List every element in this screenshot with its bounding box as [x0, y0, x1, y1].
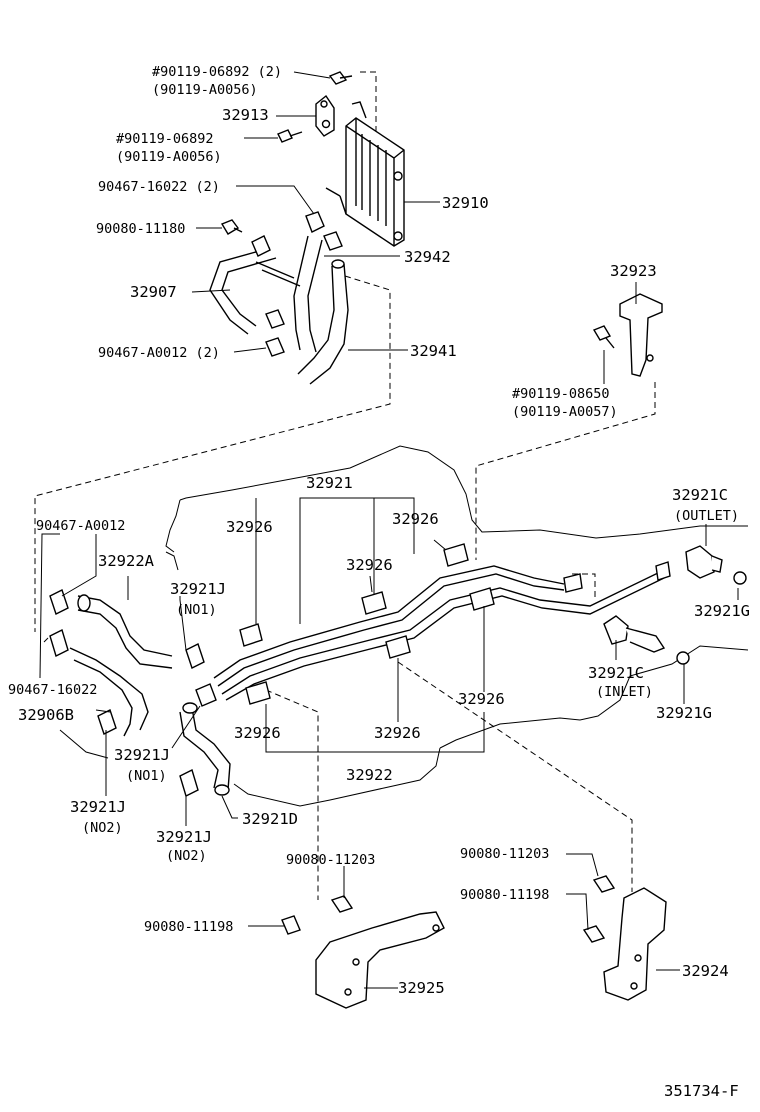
- label-32921d: 32921D: [242, 810, 298, 828]
- label-32906b: 32906B: [18, 706, 74, 724]
- label-90119-06892-2: #90119-06892 (2): [152, 64, 282, 80]
- oil-cooler-32910: [325, 101, 405, 247]
- sleeves-32926: [239, 543, 495, 705]
- label-32923: 32923: [610, 262, 657, 280]
- label-32921g-b: 32921G: [656, 704, 712, 722]
- label-32926-a: 32926: [226, 518, 273, 536]
- label-32921j-no2-b: 32921J: [156, 828, 212, 846]
- label-32921j-no1-bot: 32921J: [114, 746, 170, 764]
- fittings-32921c: [603, 545, 747, 665]
- label-32925: 32925: [398, 979, 445, 997]
- label-90467-a0012: 90467-A0012: [36, 518, 125, 534]
- cooler-lines-32921: [213, 561, 671, 701]
- label-90080-11198-b: 90080-11198: [460, 887, 549, 903]
- label-32921c-outlet: 32921C: [672, 486, 728, 504]
- hose-32941: [297, 259, 349, 385]
- label-32921: 32921: [306, 474, 353, 492]
- label-90467-16022-2: 90467-16022 (2): [98, 179, 220, 195]
- bolt-icons-top: [220, 71, 353, 235]
- label-90080-11198-a: 90080-11198: [144, 919, 233, 935]
- label-90080-11203-b: 90080-11203: [460, 846, 549, 862]
- bracket-32913: [315, 94, 335, 137]
- part-labels: #90119-06892 (2) (90119-A0056) 32913 #90…: [8, 64, 750, 1100]
- clamps-lower: [49, 589, 217, 797]
- label-90080-11180: 90080-11180: [96, 221, 185, 237]
- label-no2-b: (NO2): [166, 848, 207, 864]
- label-90119-a0057: (90119-A0057): [512, 404, 618, 420]
- label-32921c-inlet: 32921C: [588, 664, 644, 682]
- label-no2-a: (NO2): [82, 820, 123, 836]
- leader-lines: [39, 71, 739, 989]
- pipe-32907: [209, 235, 301, 335]
- label-32941: 32941: [410, 342, 457, 360]
- label-32942: 32942: [404, 248, 451, 266]
- label-90119-08650: #90119-08650: [512, 386, 610, 402]
- label-32924: 32924: [682, 962, 729, 980]
- label-32926-f: 32926: [374, 724, 421, 742]
- label-32907: 32907: [130, 283, 177, 301]
- bracket-32924: [582, 875, 667, 1001]
- label-90467-16022: 90467-16022: [8, 682, 97, 698]
- diagram-id: 351734-F: [664, 1082, 739, 1100]
- label-inlet: (INLET): [596, 684, 653, 700]
- label-90119-a0056-b: (90119-A0056): [116, 149, 222, 165]
- label-32921g-a: 32921G: [694, 602, 750, 620]
- label-90467-a0012-2: 90467-A0012 (2): [98, 345, 220, 361]
- bracket-32925: [281, 895, 445, 1009]
- label-90080-11203-a: 90080-11203: [286, 852, 375, 868]
- label-32921j-no2-a: 32921J: [70, 798, 126, 816]
- label-32921j-no1-top: 32921J: [170, 580, 226, 598]
- label-32926-c: 32926: [346, 556, 393, 574]
- label-no1-top: (NO1): [176, 602, 217, 618]
- dashed-assembly-lines: [34, 71, 656, 900]
- label-32913: 32913: [222, 106, 269, 124]
- bracket-32923: [592, 293, 663, 377]
- rubber-hoses: [69, 594, 231, 796]
- label-32922: 32922: [346, 766, 393, 784]
- label-32926-b: 32926: [392, 510, 439, 528]
- label-32926-d: 32926: [458, 690, 505, 708]
- hose-32942: [293, 235, 323, 353]
- label-32910: 32910: [442, 194, 489, 212]
- label-32926-e: 32926: [234, 724, 281, 742]
- clamps-upper: [265, 211, 343, 357]
- label-90119-06892: #90119-06892: [116, 131, 214, 147]
- label-90119-a0056-a: (90119-A0056): [152, 82, 258, 98]
- label-no1-bot: (NO1): [126, 768, 167, 784]
- label-outlet: (OUTLET): [674, 508, 739, 524]
- label-32922a: 32922A: [98, 552, 155, 570]
